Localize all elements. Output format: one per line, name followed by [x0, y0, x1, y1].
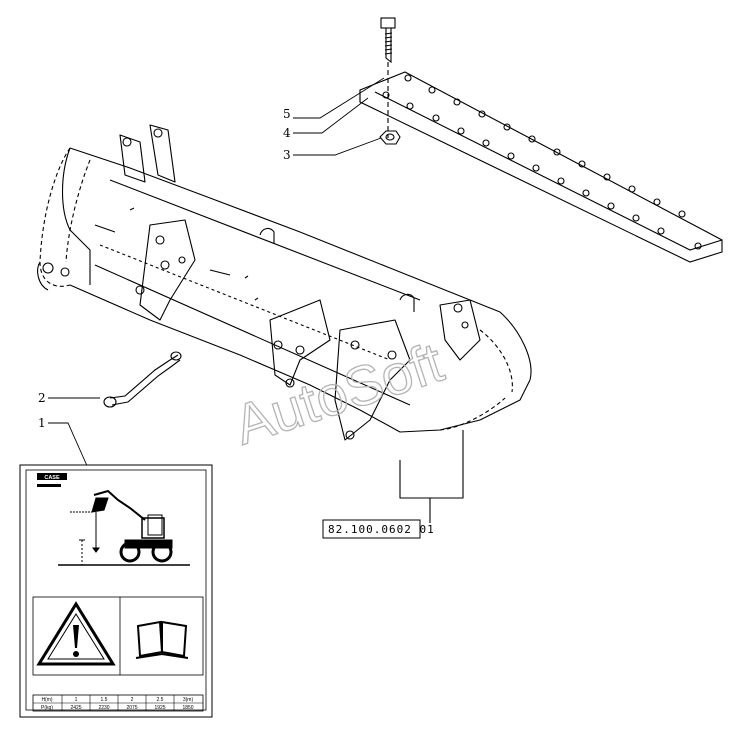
leader-lines	[48, 77, 385, 469]
manual-book-icon	[135, 620, 189, 659]
loader-pictogram	[58, 489, 190, 566]
bucket-assembly	[37, 124, 532, 523]
table-cell: H(m)	[41, 697, 52, 703]
brand-name: CASE	[44, 475, 60, 481]
warning-decal: CASE	[19, 464, 213, 718]
table-cell: 1.5	[101, 697, 108, 703]
hose-pipe	[103, 351, 182, 408]
reference-code-box: 82.100.0602 01	[322, 519, 435, 539]
table-cell: 2230	[98, 705, 109, 711]
callout-1: 1	[38, 416, 46, 430]
reference-code: 82.100.0602 01	[328, 523, 435, 536]
callout-4: 4	[283, 126, 291, 140]
table-cell: P(kg)	[41, 705, 53, 711]
table-cell: 3(m)	[183, 697, 194, 703]
table-cell: 1925	[154, 705, 165, 711]
load-table: H(m) 1 1.5 2 2.5 3(m) P(kg) 2425 2230 20…	[32, 694, 204, 712]
nut	[379, 130, 401, 145]
table-cell: 1	[75, 697, 78, 703]
brand-logo	[37, 473, 67, 480]
callout-2: 2	[38, 391, 46, 405]
table-cell: 1850	[182, 705, 193, 711]
callout-3: 3	[283, 148, 291, 162]
callout-numbers: 5 4 3 2 1	[38, 107, 291, 430]
table-cell: 2	[131, 697, 134, 703]
table-cell: 2075	[126, 705, 137, 711]
bolt	[380, 17, 396, 138]
table-cell: 2.5	[157, 697, 164, 703]
table-cell: 2425	[70, 705, 81, 711]
cutting-edge-blade	[359, 71, 723, 263]
warning-triangle-icon	[36, 601, 116, 666]
callout-5: 5	[283, 107, 291, 121]
